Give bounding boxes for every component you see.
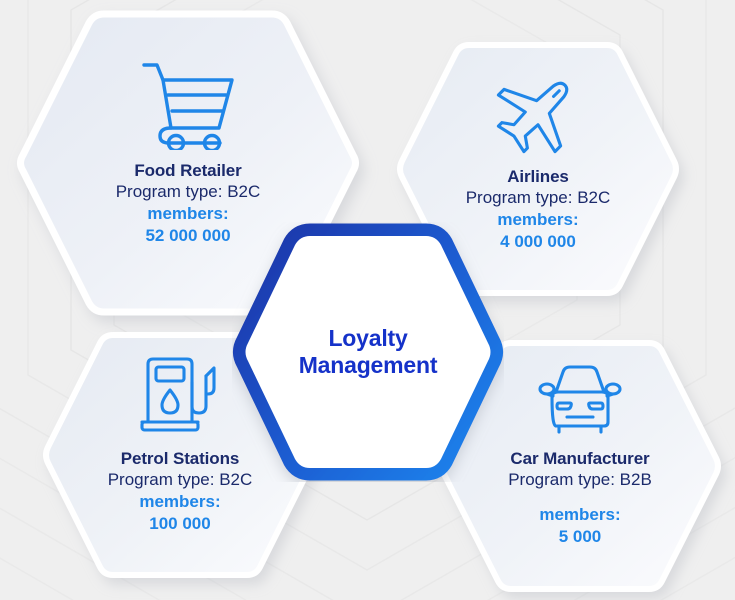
node-members-value: 100 000 bbox=[149, 513, 211, 533]
node-members-value: 4 000 000 bbox=[500, 231, 576, 251]
center-hub-loyalty-management[interactable]: Loyalty Management bbox=[232, 222, 504, 482]
node-program-type: Program type: B2B bbox=[508, 470, 652, 490]
node-airlines[interactable]: Airlines Program type: B2C members: 4 00… bbox=[397, 40, 679, 298]
node-members-value: 5 000 bbox=[558, 526, 602, 546]
node-members-label: members: bbox=[147, 204, 229, 224]
fuel-pump-icon bbox=[140, 357, 216, 432]
node-petrol-stations[interactable]: Petrol Stations Program type: B2C member… bbox=[43, 330, 317, 580]
node-program-type: Program type: B2C bbox=[115, 182, 261, 202]
node-title: Petrol Stations bbox=[120, 449, 240, 468]
shopping-cart-icon bbox=[142, 63, 234, 150]
node-title: Car Manufacturer bbox=[510, 449, 650, 468]
airplane-icon bbox=[496, 81, 569, 154]
node-members-value: 52 000 000 bbox=[145, 225, 231, 245]
node-title: Food Retailer bbox=[134, 161, 242, 180]
node-program-type: Program type: B2C bbox=[465, 188, 611, 208]
node-members-label: members: bbox=[539, 505, 621, 525]
node-title: Airlines bbox=[507, 167, 569, 186]
car-front-icon bbox=[538, 365, 622, 434]
node-members-label: members: bbox=[139, 492, 221, 512]
node-members-label: members: bbox=[497, 210, 579, 230]
node-program-type: Program type: B2C bbox=[107, 470, 253, 490]
